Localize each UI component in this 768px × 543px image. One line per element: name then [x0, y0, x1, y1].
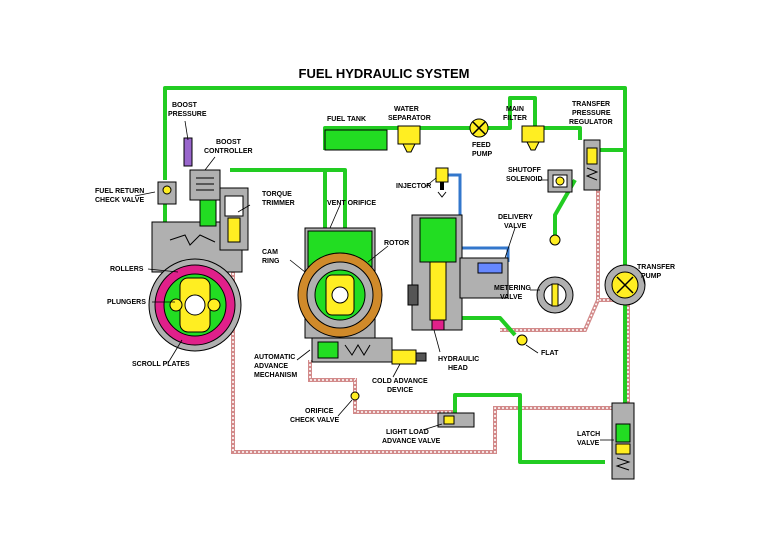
label-scroll-plates: SCROLL PLATES [132, 361, 190, 368]
label-orifice-check-1: ORIFICE [305, 408, 334, 415]
light-load-advance-valve [437, 412, 475, 428]
label-transfer-regulator-1: TRANSFER [572, 101, 610, 108]
label-fuel-return-2: CHECK VALVE [95, 197, 144, 204]
label-cold-advance-2: DEVICE [387, 387, 413, 394]
label-transfer-pump-2: PUMP [641, 273, 662, 280]
labels: BOOST PRESSURE BOOST CONTROLLER FUEL RET… [95, 101, 675, 447]
label-metering-valve-1: METERING [494, 285, 532, 292]
label-shutoff-solenoid-2: SOLENOID [506, 176, 543, 183]
hydraulic-head [407, 214, 509, 331]
label-feed-pump-2: PUMP [472, 151, 493, 158]
label-hydraulic-head-1: HYDRAULIC [438, 356, 479, 363]
label-water-separator-1: WATER [394, 106, 419, 113]
water-separator [397, 125, 421, 153]
feed-pump [469, 118, 489, 138]
latch-valve [611, 402, 635, 480]
transfer-pump [604, 264, 646, 306]
label-cam-ring-1: CAM [262, 249, 278, 256]
label-feed-pump-1: FEED [472, 142, 491, 149]
diagram-title: FUEL HYDRAULIC SYSTEM [299, 66, 470, 81]
label-delivery-valve-1: DELIVERY [498, 214, 533, 221]
label-rollers: ROLLERS [110, 266, 144, 273]
label-rotor: ROTOR [384, 240, 409, 247]
label-shutoff-solenoid-1: SHUTOFF [508, 167, 542, 174]
label-flat: FLAT [541, 350, 559, 357]
fuel-tank [324, 129, 388, 151]
label-boost-controller-1: BOOST [216, 139, 242, 146]
label-light-load-2: ADVANCE VALVE [382, 438, 441, 445]
orifice-check-valve [350, 391, 360, 401]
label-plungers: PLUNGERS [107, 299, 146, 306]
label-auto-advance-1: AUTOMATIC [254, 354, 295, 361]
label-transfer-regulator-3: REGULATOR [569, 119, 613, 126]
label-boost-pressure-1: BOOST [172, 102, 198, 109]
label-latch-valve-1: LATCH [577, 431, 600, 438]
transfer-pressure-regulator [583, 139, 601, 191]
label-fuel-return-1: FUEL RETURN [95, 188, 144, 195]
label-fuel-tank: FUEL TANK [327, 116, 366, 123]
flat-valve [516, 334, 528, 346]
label-boost-controller-2: CONTROLLER [204, 148, 253, 155]
label-injector: INJECTOR [396, 183, 431, 190]
label-torque-trimmer-2: TRIMMER [262, 200, 295, 207]
metering-valve [536, 234, 574, 314]
label-delivery-valve-2: VALVE [504, 223, 527, 230]
leader-lines [134, 120, 646, 441]
label-latch-valve-2: VALVE [577, 440, 600, 447]
label-water-separator-2: SEPARATOR [388, 115, 431, 122]
injector [435, 167, 449, 198]
left-housing [151, 137, 249, 273]
main-filter [521, 125, 545, 151]
label-transfer-regulator-2: PRESSURE [572, 110, 611, 117]
fuel-lines [163, 86, 627, 464]
label-main-filter-2: FILTER [503, 115, 527, 122]
label-hydraulic-head-2: HEAD [448, 365, 468, 372]
label-auto-advance-2: ADVANCE [254, 363, 288, 370]
label-orifice-check-2: CHECK VALVE [290, 417, 339, 424]
shutoff-solenoid [547, 169, 573, 193]
label-auto-advance-3: MECHANISM [254, 372, 297, 379]
label-cold-advance-1: COLD ADVANCE [372, 378, 428, 385]
label-metering-valve-2: VALVE [500, 294, 523, 301]
delivery-valve [477, 262, 503, 274]
label-light-load-1: LIGHT LOAD [386, 429, 429, 436]
label-main-filter-1: MAIN [506, 106, 524, 113]
label-boost-pressure-2: PRESSURE [168, 111, 207, 118]
label-cam-ring-2: RING [262, 258, 280, 265]
cam-ring-assembly [297, 227, 383, 339]
label-transfer-pump-1: TRANSFER [637, 264, 675, 271]
advance-mechanism [311, 337, 427, 365]
plunger-assembly [148, 258, 242, 352]
label-vent-orifice: VENT ORIFICE [327, 200, 376, 207]
label-torque-trimmer-1: TORQUE [262, 191, 292, 198]
boost-pressure-line [183, 137, 193, 167]
